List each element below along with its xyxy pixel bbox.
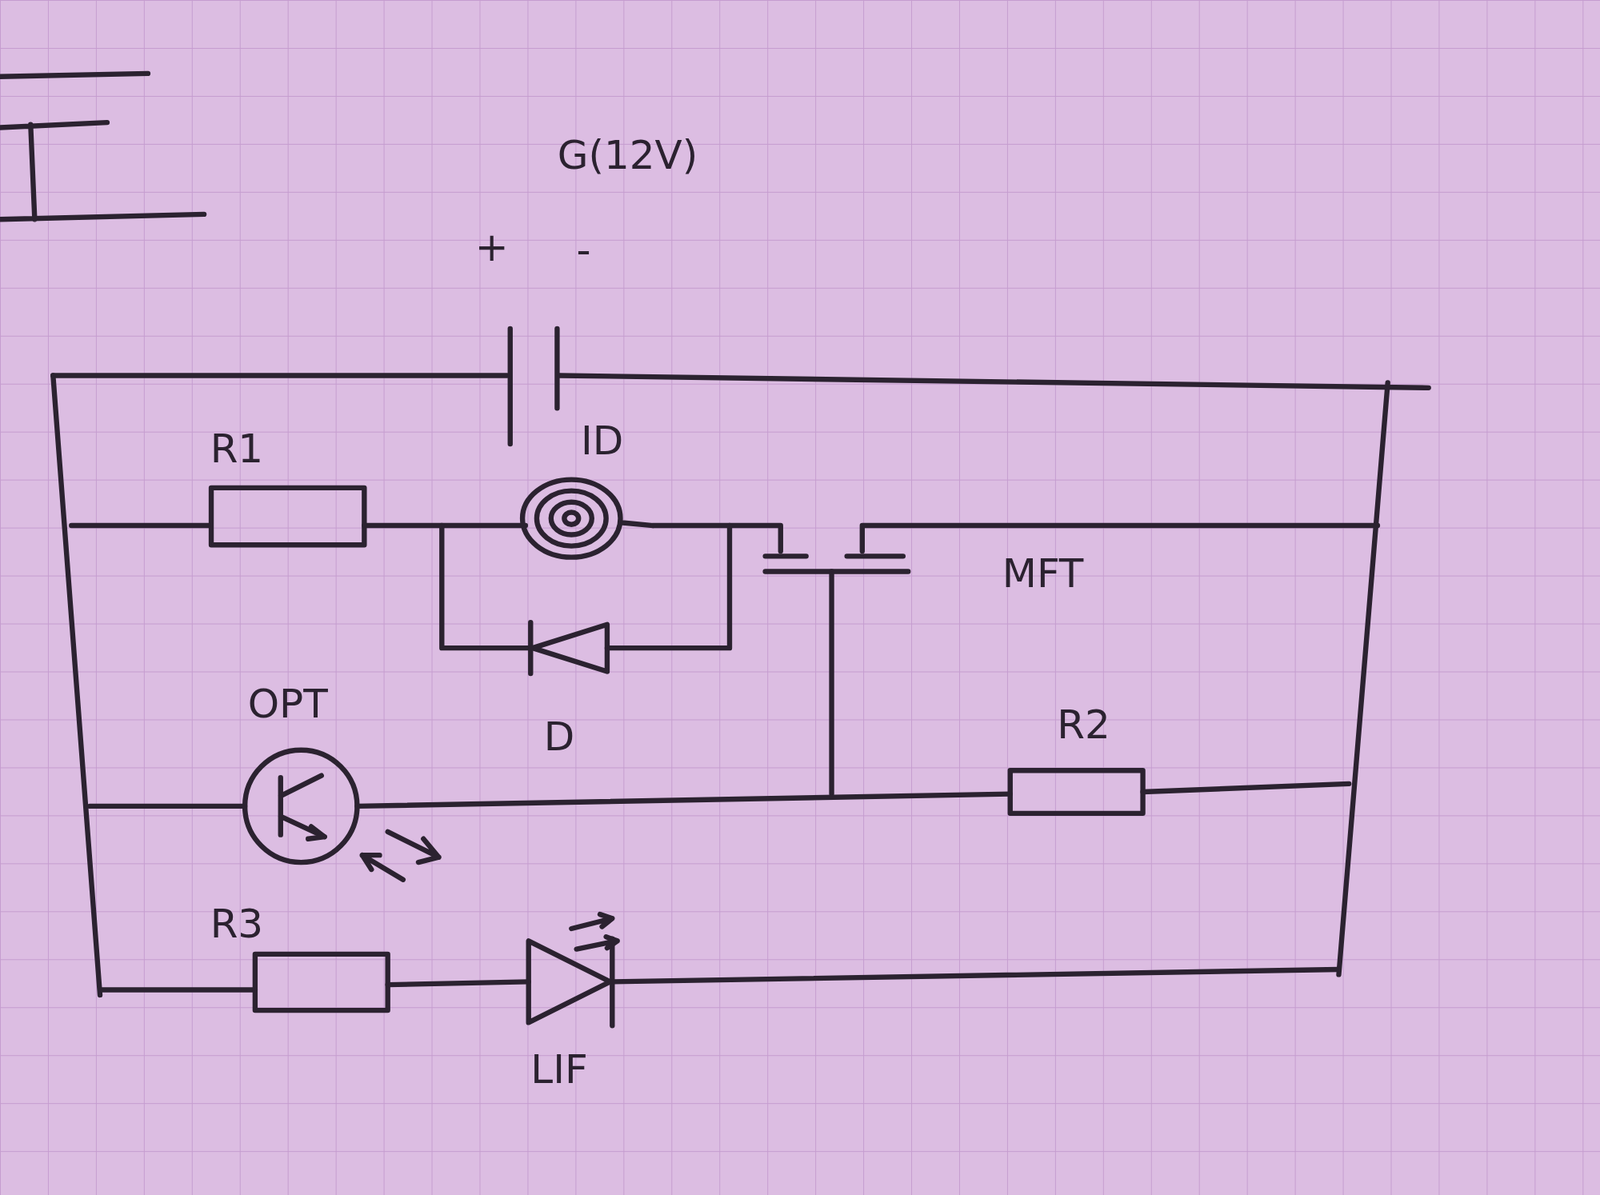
- component-label: R2: [1056, 704, 1111, 745]
- component-label: D: [544, 716, 576, 757]
- polarity-mark: -: [576, 230, 592, 271]
- component-label: R1: [210, 428, 264, 469]
- polarity-mark: +: [475, 227, 509, 268]
- component-label: ID: [580, 420, 624, 461]
- component-label: MFT: [1002, 553, 1084, 594]
- component-label: OPT: [248, 684, 328, 724]
- component-label: R3: [210, 904, 264, 944]
- supply-label: G(12V): [557, 135, 699, 176]
- component-label: LIF: [530, 1049, 588, 1090]
